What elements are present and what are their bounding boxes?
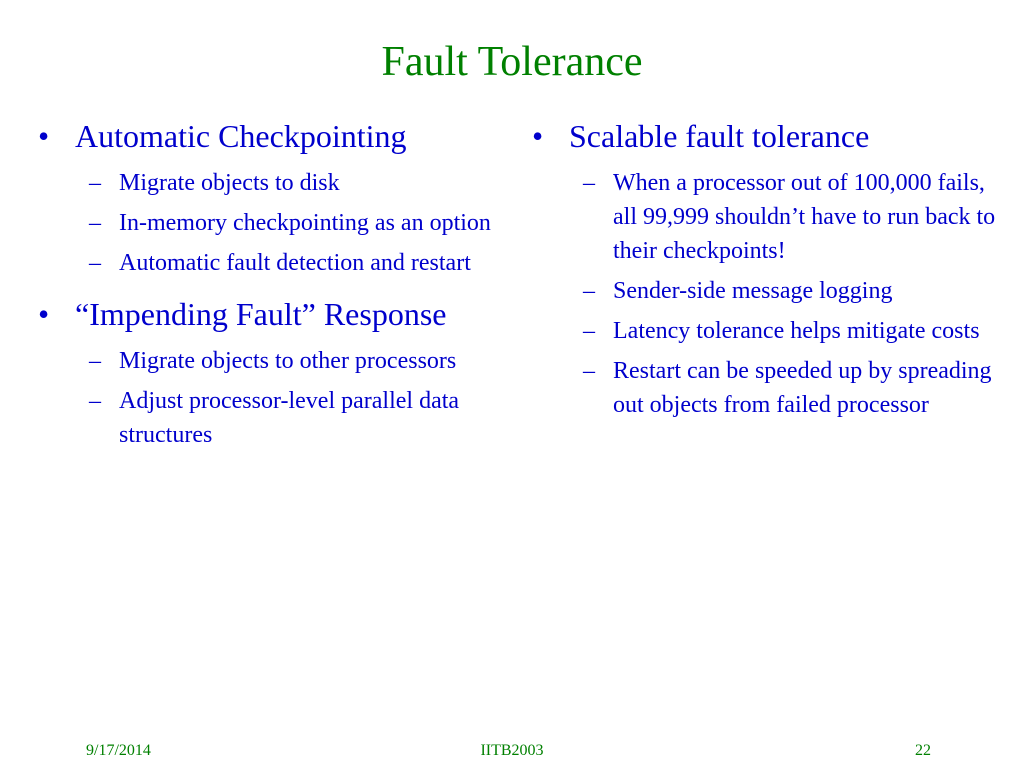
sub-bullet-dash: – [583, 278, 595, 304]
sub-bullet-text: Restart can be speeded up by spreading o… [613, 358, 992, 418]
sub-bullet-text: Migrate objects to other processors [119, 348, 457, 374]
slide-title: Fault Tolerance [381, 39, 643, 85]
sub-bullet-text: Sender-side message logging [613, 278, 893, 304]
sub-bullet-dash: – [89, 348, 101, 374]
sub-bullet-text: Automatic fault detection and restart [119, 250, 471, 276]
bullet-text: Automatic Checkpointing [75, 118, 407, 154]
sub-bullet: – Automatic fault detection and restart [75, 246, 528, 280]
footer-center-text: IITB2003 [480, 742, 544, 759]
sub-bullet: – Sender-side message logging [569, 274, 1007, 308]
sub-bullet-dash: – [89, 388, 101, 414]
sub-bullet: – Restart can be speeded up by spreading… [569, 354, 1007, 422]
sub-bullet-text: Migrate objects to disk [119, 170, 340, 196]
bullet-impending-fault-response: • “Impending Fault” Response [38, 290, 528, 338]
bullet-scalable-fault-tolerance: • Scalable fault tolerance [532, 112, 1007, 160]
sub-bullet-dash: – [89, 250, 101, 276]
sub-bullet: – Migrate objects to disk [75, 166, 528, 200]
sub-bullet-text: Adjust processor-level parallel data str… [119, 388, 460, 448]
footer-page-number: 22 [915, 742, 931, 759]
bullet-dot: • [38, 296, 50, 332]
sub-bullet: – Migrate objects to other processors [75, 344, 528, 378]
bullet-dot: • [38, 118, 50, 154]
bullet-dot: • [532, 118, 544, 154]
bullet-text: Scalable fault tolerance [569, 118, 870, 154]
sub-bullet-dash: – [583, 318, 595, 344]
left-column: • Automatic Checkpointing – Migrate obje… [38, 112, 528, 452]
sub-bullet: – Latency tolerance helps mitigate costs [569, 314, 1007, 348]
sub-bullet-text: In-memory checkpointing as an option [119, 210, 491, 236]
sub-bullet: – In-memory checkpointing as an option [75, 206, 528, 240]
sub-bullet-text: Latency tolerance helps mitigate costs [613, 318, 980, 344]
sub-bullet: – When a processor out of 100,000 fails,… [569, 166, 1007, 268]
sub-bullet-text: When a processor out of 100,000 fails, a… [613, 170, 996, 264]
bullet-automatic-checkpointing: • Automatic Checkpointing [38, 112, 528, 160]
sub-bullet-dash: – [89, 210, 101, 236]
sub-bullet-dash: – [89, 170, 101, 196]
footer-date: 9/17/2014 [86, 742, 151, 759]
sub-bullet-dash: – [583, 358, 595, 384]
bullet-text: “Impending Fault” Response [75, 296, 447, 332]
sub-bullet-dash: – [583, 170, 595, 196]
right-column: • Scalable fault tolerance – When a proc… [532, 112, 1007, 422]
sub-bullet: – Adjust processor-level parallel data s… [75, 384, 528, 452]
